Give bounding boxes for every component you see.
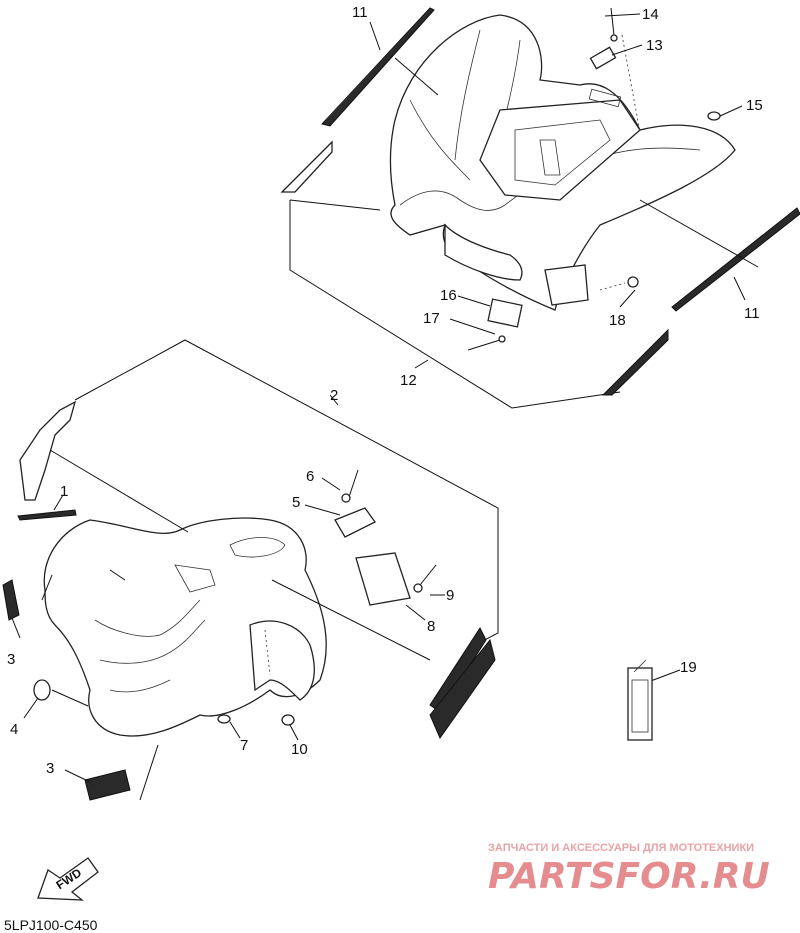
front-decal-sheet: [19, 400, 77, 501]
part-3-decal-bottom: [84, 769, 131, 801]
callout-7: 7: [240, 737, 248, 754]
callout-9: 9: [446, 587, 454, 604]
part-8-panel: [355, 552, 411, 606]
callout-10: 10: [291, 741, 308, 758]
callout-13: 13: [646, 37, 663, 54]
callout-16: 16: [440, 287, 457, 304]
part-15-nut: [707, 111, 721, 121]
watermark-brand: PARTSFOR.RU: [488, 856, 770, 897]
part-10-grommet: [281, 714, 295, 726]
rear-fender-assembly: [289, 14, 736, 409]
emblem-left: [280, 140, 333, 193]
decal-11-left: [321, 7, 435, 127]
callout-4: 4: [10, 721, 18, 738]
watermark-tagline: ЗАПЧАСТИ И АКСЕССУАРЫ ДЛЯ МОТОТЕХНИКИ: [488, 842, 754, 854]
callout-5: 5: [292, 494, 300, 511]
part-4-reflector: [33, 679, 51, 701]
callout-19: 19: [680, 659, 697, 676]
part-5-plate: [334, 507, 376, 538]
diagram-code: 5LPJ100-C450: [4, 917, 98, 933]
part-16-plate: [487, 298, 523, 328]
callout-3-lower: 3: [46, 760, 54, 777]
emblem-rear: [601, 328, 669, 396]
callout-12: 12: [400, 372, 417, 389]
callout-17: 17: [423, 310, 440, 327]
fwd-arrow-icon: FWD: [37, 857, 99, 901]
part-17-bolt: [467, 335, 506, 351]
part-9-bolt: [413, 564, 437, 593]
part-6-bolt: [341, 469, 359, 503]
callout-18: 18: [609, 312, 626, 329]
decal-11-right: [671, 207, 800, 312]
part-18-grommet: [627, 276, 639, 288]
part-7-grommet: [217, 714, 231, 724]
part-14-bolt: [610, 7, 618, 42]
callout-8: 8: [427, 618, 435, 635]
part-19-label: [627, 659, 653, 741]
callout-3-upper: 3: [7, 651, 15, 668]
part-1-decal: [17, 509, 77, 521]
callout-11-top: 11: [352, 4, 368, 21]
callout-2: 2: [330, 387, 338, 404]
front-fender-assembly: [43, 339, 499, 801]
callout-6: 6: [306, 468, 314, 485]
callout-1: 1: [60, 483, 68, 500]
callout-15: 15: [746, 97, 763, 114]
callout-14: 14: [642, 6, 659, 23]
callout-11-right: 11: [744, 305, 760, 322]
part-3-decal-top: [2, 579, 20, 621]
part-13-plate: [589, 46, 617, 70]
